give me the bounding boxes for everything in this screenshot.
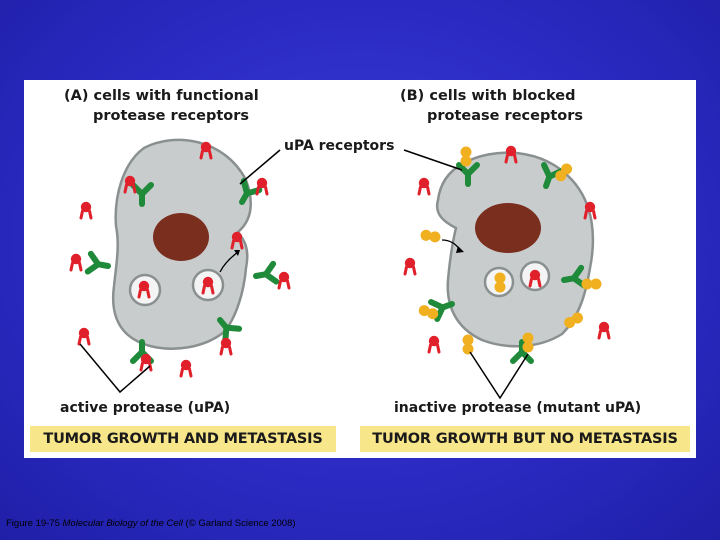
bound-protease-icon — [255, 176, 269, 196]
free-protease-icon — [417, 176, 431, 196]
leader-line — [239, 149, 281, 185]
free-protease-icon — [77, 326, 91, 346]
figure-panel: (A) cells with functional protease recep… — [24, 80, 696, 458]
caption-suffix: (© Garland Science 2008) — [182, 518, 296, 529]
panel-b-bottom-label: inactive protease (mutant uPA) — [394, 400, 642, 416]
diagram-svg — [69, 138, 611, 400]
free-protease-icon — [403, 256, 417, 276]
inactive-protease-icon — [460, 146, 472, 167]
inactive-protease-icon — [581, 278, 602, 290]
inactive-protease-icon — [419, 228, 442, 244]
arrowhead-icon — [456, 246, 464, 253]
panel-b-banner: TUMOR GROWTH BUT NO METASTASIS — [360, 426, 690, 452]
panel-a-banner: TUMOR GROWTH AND METASTASIS — [30, 426, 336, 452]
internalization-arrow — [219, 251, 239, 273]
free-protease-icon — [79, 200, 93, 220]
caption-book-title: Molecular Biology of the Cell — [62, 518, 183, 529]
caption-prefix: Figure 19-75 — [6, 518, 63, 529]
panel-a-bottom-label: active protease (uPA) — [60, 400, 231, 416]
leader-lines — [79, 149, 529, 400]
inactive-protease-icon — [462, 334, 474, 355]
cell-b — [435, 151, 595, 348]
free-protease-icon — [179, 358, 193, 378]
receptor-icon — [254, 264, 276, 285]
upa-receptors-label: uPA receptors — [284, 138, 395, 154]
nucleus-a — [153, 213, 209, 261]
receptor-icon — [88, 254, 110, 275]
bound-protease-icon — [69, 252, 83, 272]
panel-a-title-line1: (A) cells with functional — [64, 88, 259, 104]
arrowhead-icon — [234, 250, 240, 256]
leader-line — [469, 351, 529, 400]
panel-b-title-line2: protease receptors — [427, 108, 584, 124]
panel-b-title: (B) cells with blocked protease receptor… — [400, 86, 583, 126]
leader-line — [79, 343, 151, 394]
bound-protease-icon — [277, 270, 291, 290]
cell-a — [111, 138, 252, 350]
free-protease-icon — [597, 320, 611, 340]
leader-line — [403, 149, 463, 171]
panel-b-title-line1: (B) cells with blocked — [400, 88, 576, 104]
panel-a-title-line2: protease receptors — [93, 108, 250, 124]
bound-protease-icon — [219, 336, 233, 356]
free-protease-icon — [427, 334, 441, 354]
figure-caption: Figure 19-75 Molecular Biology of the Ce… — [6, 518, 296, 529]
bound-protease-icon — [139, 352, 153, 372]
panel-a-title: (A) cells with functional protease recep… — [64, 86, 259, 126]
nucleus-b — [475, 203, 541, 253]
